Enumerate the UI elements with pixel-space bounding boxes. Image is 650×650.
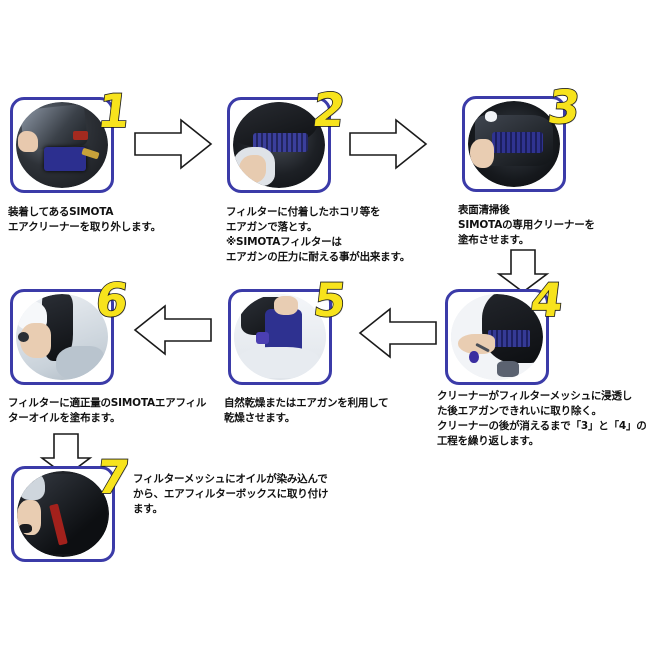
step-2-caption: フィルターに付着したホコリ等を エアガンで落とす。 ※SIMOTAフィルターは … <box>226 206 411 263</box>
step-4-caption: クリーナーがフィルターメッシュに浸透し た後エアガンできれいに取り除く。 クリー… <box>437 390 647 447</box>
step-5-photo-frame <box>228 289 332 385</box>
step-7-photo <box>17 471 109 557</box>
step-4-photo-frame <box>445 289 549 385</box>
step-3-caption: 表面清掃後 SIMOTAの専用クリーナーを 塗布させます。 <box>458 204 595 246</box>
step-5-photo <box>234 294 326 380</box>
step-2-photo-frame <box>227 97 331 193</box>
arrow-step2-to-step3 <box>348 116 428 172</box>
step-2-photo <box>233 102 325 188</box>
step-6-photo <box>16 294 108 380</box>
arrow-step5-to-step6 <box>133 302 213 358</box>
step-1-caption: 装着してあるSIMOTA エアクリーナーを取り外します。 <box>8 206 161 233</box>
step-7-caption: フィルターメッシュにオイルが染み込んで から、エアフィルターボックスに取り付け … <box>133 473 329 515</box>
step-1-photo <box>16 102 108 188</box>
step-1-photo-frame <box>10 97 114 193</box>
arrow-step1-to-step2 <box>133 116 213 172</box>
step-7-photo-frame <box>11 466 115 562</box>
step-3-photo-frame <box>462 96 566 192</box>
step-6-photo-frame <box>10 289 114 385</box>
arrow-step4-to-step5 <box>358 305 438 361</box>
arrow-step3-to-step4 <box>495 248 551 294</box>
step-3-photo <box>468 101 560 187</box>
step-5-caption: 自然乾燥またはエアガンを利用して 乾燥させます。 <box>224 397 389 424</box>
step-4-photo <box>451 294 543 380</box>
step-6-caption: フィルターに適正量のSIMOTAエアフィル ターオイルを塗布ます。 <box>8 397 207 424</box>
